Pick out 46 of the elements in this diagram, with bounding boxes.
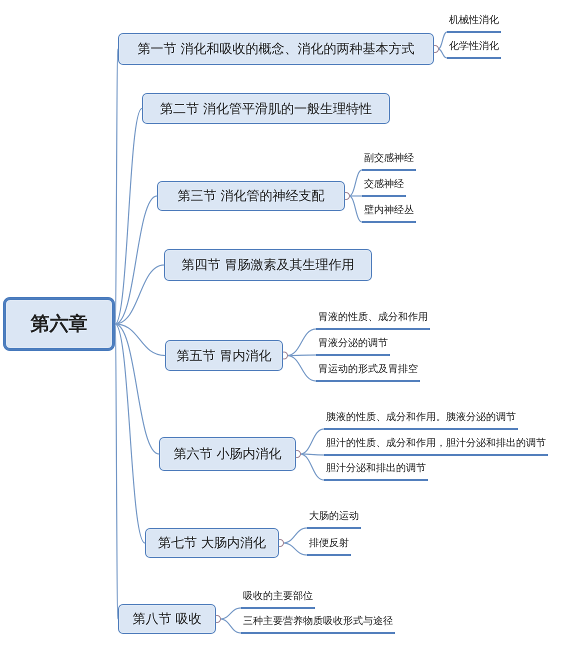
- branch-line: [348, 169, 362, 197]
- branch-line: [286, 328, 316, 356]
- subtopic-label: 三种主要营养物质吸收形式与途径: [241, 615, 395, 634]
- subtopic-label: 胃液的性质、成分和作用: [316, 311, 430, 330]
- subtopic-label: 胃液分泌的调节: [316, 337, 390, 356]
- subtopic-label: 吸收的主要部位: [241, 590, 315, 609]
- subtopic-label: 胆汁分泌和排出的调节: [324, 462, 428, 481]
- subtopic-label: 壁内神经丛: [362, 204, 416, 223]
- subtopic-label: 机械性消化: [447, 14, 501, 33]
- branch-line: [282, 527, 308, 544]
- subtopic-label: 胰液的性质、成分和作用。胰液分泌的调节: [324, 411, 518, 430]
- section-box: 第四节 胃肠激素及其生理作用: [164, 249, 372, 281]
- branch-line: [220, 618, 242, 634]
- subtopic-label: 胆汁的性质、成分和作用，胆汁分泌和排出的调节: [324, 437, 548, 456]
- section-box: 第八节 吸收: [118, 604, 216, 634]
- branch-line: [220, 607, 242, 620]
- connector-line: [114, 323, 160, 455]
- branch-line: [438, 31, 448, 50]
- subtopic-label: 副交感神经: [362, 152, 416, 171]
- subtopic-label: 交感神经: [362, 178, 406, 197]
- branch-line: [300, 453, 324, 481]
- section-box: 第六节 小肠内消化: [159, 437, 296, 471]
- section-box: 第一节 消化和吸收的概念、消化的两种基本方式: [118, 33, 434, 65]
- branch-line: [286, 354, 316, 382]
- subtopic-label: 排便反射: [307, 537, 351, 556]
- connector-line: [114, 195, 158, 325]
- branch-line: [348, 195, 362, 223]
- section-box: 第七节 大肠内消化: [145, 528, 279, 558]
- branch-line: [300, 428, 324, 455]
- branch-line: [300, 453, 324, 456]
- subtopic-label: 大肠的运动: [307, 510, 361, 529]
- branch-line: [438, 48, 448, 59]
- branch-line: [287, 354, 316, 356]
- connector-line: [114, 324, 146, 544]
- section-box: 第五节 胃内消化: [165, 340, 283, 371]
- section-box: 第三节 消化管的神经支配: [157, 181, 345, 211]
- central-topic-box: 第六章: [3, 297, 115, 351]
- connector-line: [114, 324, 119, 620]
- connector-line: [114, 108, 142, 324]
- subtopic-label: 胃运动的形式及胃排空: [316, 363, 420, 382]
- branch-line: [282, 542, 308, 556]
- connector-line: [114, 323, 166, 356]
- connector-line: [114, 48, 119, 324]
- branch-line: [349, 195, 362, 197]
- section-box: 第二节 消化管平滑肌的一般生理特性: [142, 93, 390, 124]
- subtopic-label: 化学性消化: [447, 40, 501, 59]
